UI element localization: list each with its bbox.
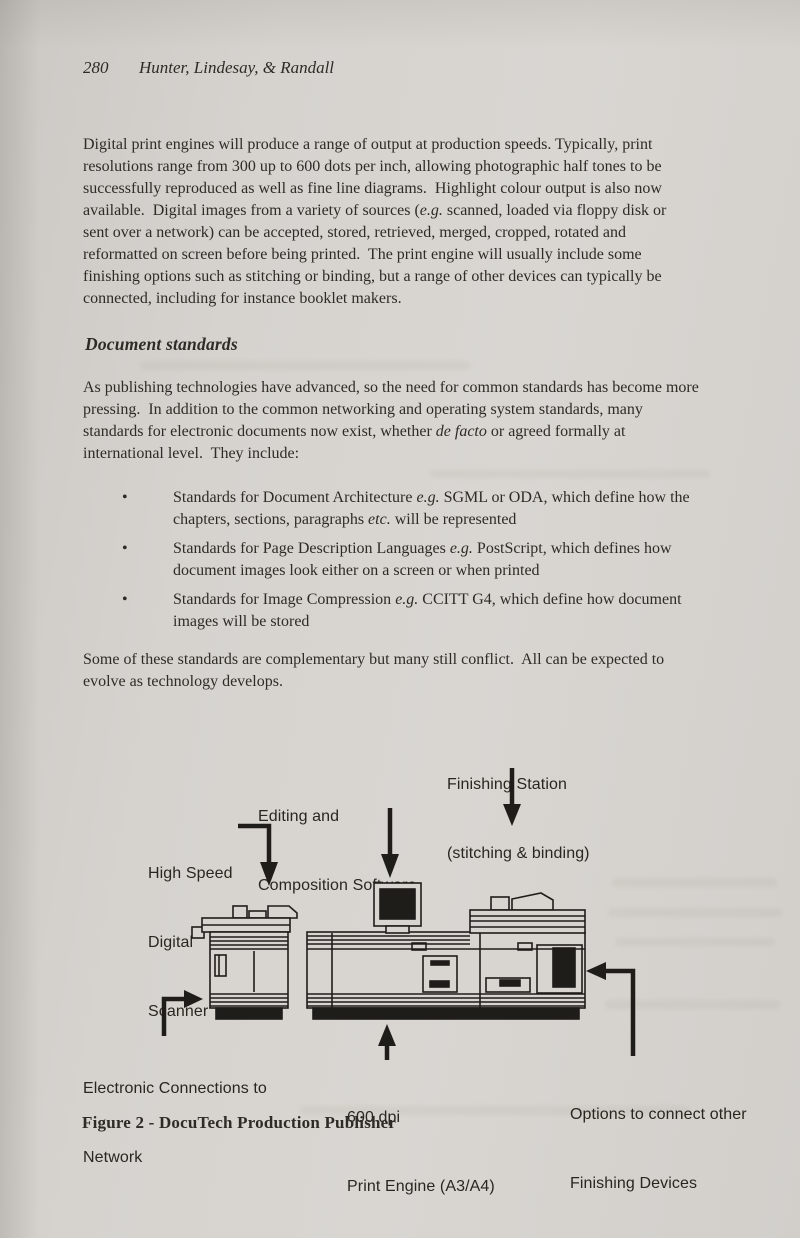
text-line: available. Digital images from a variety…	[83, 202, 667, 219]
page-number: 280	[83, 58, 109, 77]
standards-bullet-list: • Standards for Document Architecture e.…	[122, 487, 690, 640]
scanner-module	[191, 905, 298, 1020]
text-line: chapters, sections, paragraphs etc. will…	[173, 511, 517, 528]
paragraph-standards: As publishing technologies have advanced…	[83, 377, 699, 465]
list-item: • Standards for Page Description Languag…	[122, 538, 690, 582]
text-line: connected, including for instance bookle…	[83, 290, 402, 307]
text-line: Standards for Page Description Languages…	[173, 540, 672, 557]
finishing-options-arrow	[586, 962, 636, 1056]
text-line: reformatted on screen before being print…	[83, 246, 642, 263]
text-line: Digital print engines will produce a ran…	[83, 136, 653, 153]
text-line: sent over a network) can be accepted, st…	[83, 224, 627, 241]
text-line: images will be stored	[173, 613, 310, 630]
editing-software-arrow	[381, 808, 399, 878]
text-line: Some of these standards are complementar…	[83, 651, 665, 668]
bullet-icon: •	[122, 540, 128, 557]
text-line: standards for electronic documents now e…	[83, 423, 626, 440]
finisher-module	[469, 892, 586, 1008]
text-line: As publishing technologies have advanced…	[83, 379, 699, 396]
monitor-screen	[379, 888, 416, 920]
list-item: • Standards for Document Architecture e.…	[122, 487, 690, 531]
figure-arrows	[161, 768, 636, 1060]
text-line: resolutions range from 300 up to 600 dot…	[83, 158, 662, 175]
finishing-station-arrow	[503, 768, 521, 826]
label-network-connections: Electronic Connections to Network	[83, 1080, 267, 1166]
text-line: finishing options such as stitching or b…	[83, 268, 662, 285]
label-finishing-options: Options to connect other Finishing Devic…	[570, 1106, 747, 1192]
figure-caption: Figure 2 - DocuTech Production Publisher	[82, 1113, 397, 1132]
text-line: Standards for Document Architecture e.g.…	[173, 489, 690, 506]
label-finishing-station: Finishing Station (stitching & binding)	[447, 776, 590, 862]
network-arrow	[161, 990, 203, 1036]
text-line: evolve as technology develops.	[83, 673, 283, 690]
text-line: pressing. In addition to the common netw…	[83, 401, 643, 418]
scanner-arrow	[238, 823, 278, 886]
text-line: successfully reproduced as well as fine …	[83, 180, 662, 197]
paragraph-print-engines: Digital print engines will produce a ran…	[83, 134, 666, 310]
paragraph-closing: Some of these standards are complementar…	[83, 649, 664, 693]
label-print-engine: 600 dpi Print Engine (A3/A4)	[347, 1109, 495, 1195]
text-line: international level. They include:	[83, 445, 300, 462]
text-line: document images look either on a screen …	[173, 562, 540, 579]
list-item: • Standards for Image Compression e.g. C…	[122, 589, 690, 633]
bullet-icon: •	[122, 591, 128, 608]
section-heading-document-standards: Document standards	[85, 334, 238, 354]
finisher-output-slot	[552, 947, 576, 988]
workstation-monitor	[373, 882, 422, 934]
control-console	[422, 955, 458, 993]
text-line: Standards for Image Compression e.g. CCI…	[173, 591, 682, 608]
running-header-authors: Hunter, Lindesay, & Randall	[139, 58, 335, 77]
print-engine-arrow	[378, 1024, 396, 1060]
bullet-icon: •	[122, 489, 128, 506]
